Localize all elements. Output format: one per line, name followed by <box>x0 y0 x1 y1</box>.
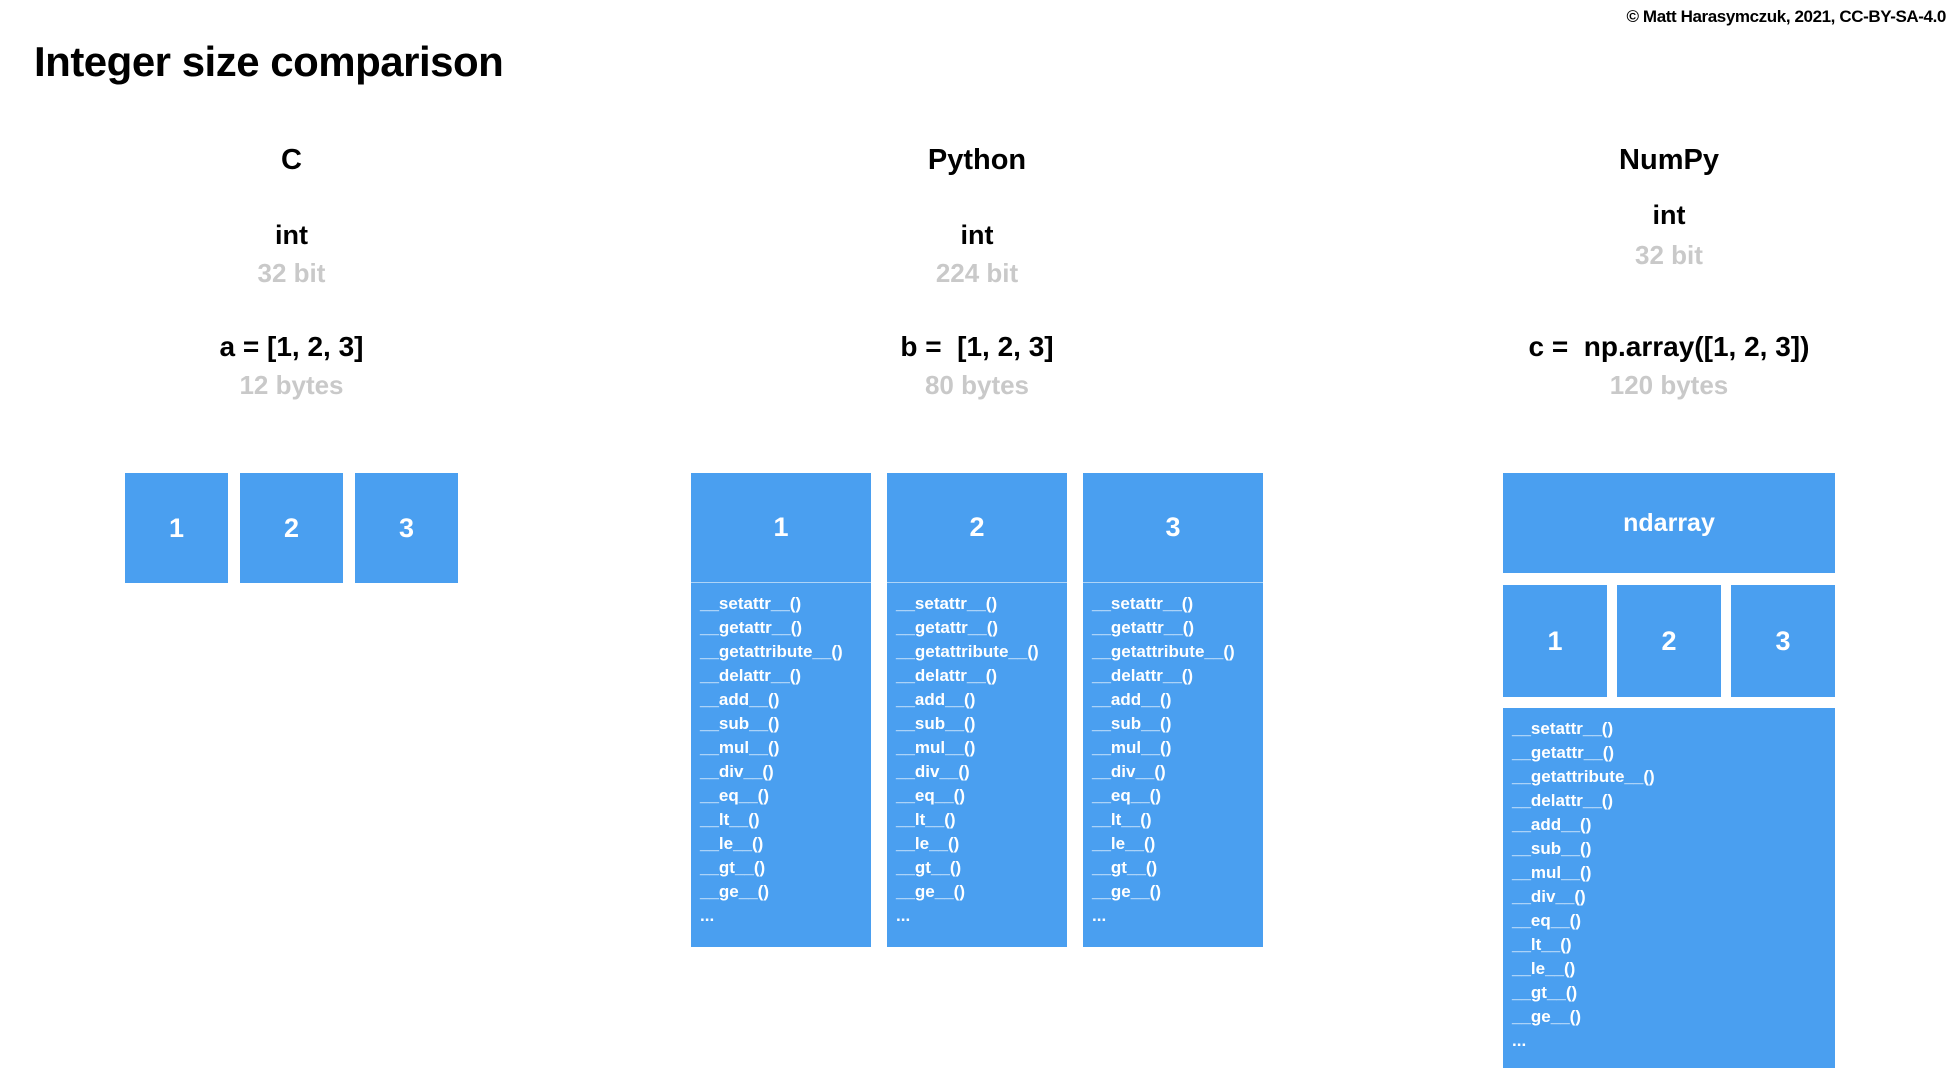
method-item: __getattribute__() <box>896 642 1039 661</box>
python-column: Python int 224 bit b = [1, 2, 3] 80 byte… <box>691 0 1263 1080</box>
numpy-cells-row: 1 2 3 <box>1503 585 1835 697</box>
method-item: __sub__() <box>1512 839 1592 858</box>
method-item: __gt__() <box>1092 858 1158 877</box>
python-int-object-3-value: 3 <box>1083 473 1263 583</box>
c-int-array-row: 1 2 3 <box>125 473 458 583</box>
c-memory-size: 12 bytes <box>239 370 344 400</box>
method-item: __ge__() <box>896 882 965 901</box>
method-item: __le__() <box>700 834 764 853</box>
method-item: __le__() <box>896 834 960 853</box>
python-int-objects-row: 1 __setattr__() __getattr__() __getattribu… <box>691 473 1263 947</box>
python-type-size: 224 bit <box>935 258 1019 288</box>
ndarray-container-label: ndarray <box>1623 508 1715 537</box>
method-item: __getattr__() <box>700 618 803 637</box>
method-item: __lt__() <box>896 810 956 829</box>
method-item: __sub__() <box>896 714 976 733</box>
method-item: __lt__() <box>1092 810 1152 829</box>
method-item: __setattr__() <box>896 594 998 613</box>
numpy-type-name: int <box>1652 200 1686 230</box>
method-item: __mul__() <box>1512 863 1592 882</box>
method-item: __ge__() <box>700 882 769 901</box>
numpy-cell-2: 2 <box>1617 585 1721 697</box>
python-assignment-code: b = [1, 2, 3] <box>900 331 1054 362</box>
method-item: __eq__() <box>700 786 769 805</box>
python-memory-size: 80 bytes <box>924 370 1030 400</box>
method-item: __div__() <box>896 762 970 781</box>
numpy-type-size: 32 bit <box>1635 240 1703 270</box>
python-int-object-1-value: 1 <box>691 473 871 583</box>
method-item: __le__() <box>1092 834 1156 853</box>
python-int-object-1: 1 __setattr__() __getattr__() __getattribu… <box>691 473 871 947</box>
method-item: __ge__() <box>1092 882 1161 901</box>
method-item: __mul__() <box>896 738 976 757</box>
method-item: __eq__() <box>896 786 965 805</box>
ndarray-methods-list: __setattr__() __getattr__() __getattribute… <box>1503 708 1835 1053</box>
method-item: __div__() <box>1092 762 1166 781</box>
method-item: __setattr__() <box>1092 594 1194 613</box>
python-int-object-1-methods: __setattr__() __getattr__() __getattribute… <box>691 583 871 928</box>
c-type-size: 32 bit <box>257 258 326 288</box>
method-item: __sub__() <box>1092 714 1172 733</box>
method-item: __add__() <box>1512 815 1592 834</box>
method-item: __delattr__() <box>1092 666 1194 685</box>
numpy-cell-1: 1 <box>1503 585 1607 697</box>
method-item: __gt__() <box>896 858 962 877</box>
method-item: __mul__() <box>700 738 780 757</box>
python-int-object-3-methods: __setattr__() __getattr__() __getattribute… <box>1083 583 1263 928</box>
method-item: __div__() <box>1512 887 1586 906</box>
c-column-header: C <box>281 144 302 176</box>
method-item: __getattribute__() <box>700 642 843 661</box>
method-item: __getattribute__() <box>1512 767 1655 786</box>
method-item: __getattr__() <box>1512 743 1615 762</box>
method-item: __gt__() <box>1512 983 1578 1002</box>
method-item: __ge__() <box>1512 1007 1581 1026</box>
ndarray-container-box: ndarray <box>1503 473 1835 573</box>
method-item: __add__() <box>700 690 780 709</box>
python-int-object-2-value: 2 <box>887 473 1067 583</box>
method-item: ... <box>700 906 715 925</box>
ndarray-methods-box: __setattr__() __getattr__() __getattribute… <box>1503 708 1835 1068</box>
method-item: __setattr__() <box>1512 719 1614 738</box>
method-item: ... <box>896 906 911 925</box>
c-type-name: int <box>275 220 308 250</box>
c-column: C int 32 bit a = [1, 2, 3] 12 bytes 1 2 … <box>125 0 458 1080</box>
python-type-name: int <box>960 220 994 250</box>
page-title: Integer size comparison <box>34 38 504 85</box>
method-item: __getattr__() <box>896 618 999 637</box>
method-item: __add__() <box>896 690 976 709</box>
method-item: __getattr__() <box>1092 618 1195 637</box>
method-item: __sub__() <box>700 714 780 733</box>
numpy-column-header: NumPy <box>1619 144 1719 176</box>
method-item: __delattr__() <box>700 666 802 685</box>
method-item: __eq__() <box>1092 786 1161 805</box>
python-column-header: Python <box>927 144 1027 176</box>
method-item: ... <box>1092 906 1107 925</box>
c-int-cell-3: 3 <box>355 473 458 583</box>
method-item: ... <box>1512 1031 1527 1050</box>
method-item: __getattribute__() <box>1092 642 1235 661</box>
python-int-object-3: 3 __setattr__() __getattr__() __getattribu… <box>1083 473 1263 947</box>
method-item: __mul__() <box>1092 738 1172 757</box>
method-item: __delattr__() <box>896 666 998 685</box>
method-item: __le__() <box>1512 959 1576 978</box>
copyright-notice: © Matt Harasymczuk, 2021, CC-BY-SA-4.0 <box>1626 7 1946 26</box>
c-int-cell-1: 1 <box>125 473 228 583</box>
method-item: __delattr__() <box>1512 791 1614 810</box>
method-item: __lt__() <box>700 810 760 829</box>
python-int-object-2: 2 __setattr__() __getattr__() __getattribu… <box>887 473 1067 947</box>
numpy-assignment-code: c = np.array([1, 2, 3]) <box>1528 331 1810 362</box>
python-int-object-2-methods: __setattr__() __getattr__() __getattribute… <box>887 583 1067 928</box>
method-item: __eq__() <box>1512 911 1581 930</box>
method-item: __setattr__() <box>700 594 802 613</box>
c-assignment-code: a = [1, 2, 3] <box>219 331 364 362</box>
method-item: __gt__() <box>700 858 766 877</box>
method-item: __div__() <box>700 762 774 781</box>
method-item: __lt__() <box>1512 935 1572 954</box>
method-item: __add__() <box>1092 690 1172 709</box>
c-int-cell-2: 2 <box>240 473 343 583</box>
numpy-memory-size: 120 bytes <box>1609 370 1729 400</box>
numpy-column: NumPy int 32 bit c = np.array([1, 2, 3])… <box>1503 0 1835 1080</box>
numpy-cell-3: 3 <box>1731 585 1835 697</box>
